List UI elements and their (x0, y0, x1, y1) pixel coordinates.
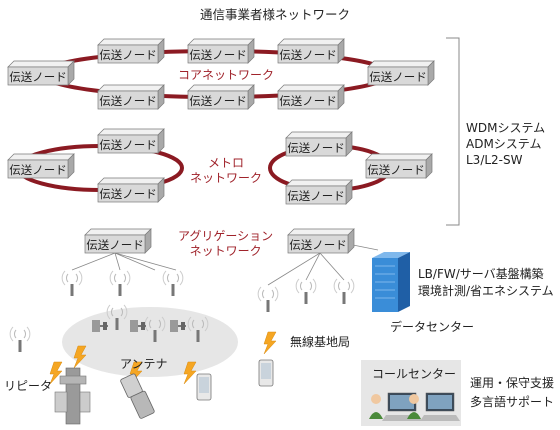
transmission-node: 伝送ノード (287, 228, 355, 254)
antenna-icon (109, 270, 131, 297)
svg-text:伝送ノード: 伝送ノード (289, 238, 347, 252)
core-network-label: コアネットワーク (178, 68, 275, 82)
smartphone-icon (196, 373, 212, 401)
antenna-label: アンテナ (120, 357, 168, 371)
transmission-node: 伝送ノード (97, 128, 165, 154)
antenna-icon (333, 278, 355, 305)
svg-text:伝送ノード: 伝送ノード (287, 141, 345, 155)
svg-text:伝送ノード: 伝送ノード (369, 70, 427, 84)
antenna-icon (61, 270, 83, 297)
datacenter-label: データセンター (390, 320, 475, 334)
transmission-node: 伝送ノード (187, 38, 255, 64)
aggregation-label-line2: ネットワーク (189, 244, 262, 258)
transmission-node: 伝送ノード (367, 60, 435, 86)
base-station-label: 無線基地局 (290, 335, 351, 349)
svg-text:伝送ノード: 伝送ノード (9, 163, 67, 177)
callcenter-label: コールセンター (372, 367, 457, 381)
datacenter-building-icon (372, 252, 410, 312)
antenna-icon (9, 326, 31, 353)
transmission-node: 伝送ノード (285, 179, 353, 205)
svg-text:伝送ノード: 伝送ノード (189, 94, 247, 108)
page-title: 通信事業者様ネットワーク (200, 7, 351, 22)
aggregation-network-label: アグリゲーション ネットワーク (178, 229, 273, 259)
antenna-icon (257, 286, 279, 313)
svg-text:伝送ノード: 伝送ノード (99, 187, 157, 201)
svg-text:伝送ノード: 伝送ノード (86, 238, 144, 252)
svg-text:伝送ノード: 伝送ノード (367, 163, 425, 177)
system-item: L3/L2-SW (466, 153, 523, 167)
svg-text:伝送ノード: 伝送ノード (279, 48, 337, 62)
svg-text:伝送ノード: 伝送ノード (287, 189, 345, 203)
transmission-node: 伝送ノード (277, 38, 345, 64)
transmission-node: 伝送ノード (277, 84, 345, 110)
transmission-node: 伝送ノード (84, 228, 152, 254)
transmission-node: 伝送ノード (97, 38, 165, 64)
callcenter-service-item: 運用・保守支援 (470, 376, 555, 390)
transmission-node: 伝送ノード (97, 177, 165, 203)
svg-text:伝送ノード: 伝送ノード (9, 70, 67, 84)
transmission-node: 伝送ノード (365, 153, 433, 179)
callcenter-services: 運用・保守支援 多言語サポート (470, 374, 554, 412)
svg-text:伝送ノード: 伝送ノード (189, 48, 247, 62)
system-item: WDMシステム (466, 121, 546, 135)
flip-phone-icon (120, 373, 155, 419)
systems-list: WDMシステム ADMシステム L3/L2-SW (466, 120, 545, 168)
metro-label-line2: ネットワーク (190, 171, 263, 185)
svg-text:伝送ノード: 伝送ノード (99, 138, 157, 152)
transmission-node: 伝送ノード (7, 60, 75, 86)
svg-text:伝送ノード: 伝送ノード (99, 48, 157, 62)
connection-links (71, 243, 379, 286)
antenna-icon (295, 278, 317, 305)
datacenter-service-item: 環境計測/省エネシステム (418, 284, 554, 298)
transmission-node: 伝送ノード (285, 131, 353, 157)
transmission-node: 伝送ノード (97, 84, 165, 110)
smartphone-icon (258, 359, 274, 387)
aggregation-label-line1: アグリゲーション (178, 229, 274, 243)
repeater-icon (54, 367, 91, 425)
system-item: ADMシステム (466, 137, 542, 151)
svg-text:伝送ノード: 伝送ノード (99, 94, 157, 108)
callcenter-service-item: 多言語サポート (470, 395, 555, 409)
systems-bracket (446, 37, 460, 226)
repeater-label: リピータ (4, 379, 53, 393)
transmission-node: 伝送ノード (7, 153, 75, 179)
transmission-node: 伝送ノード (187, 84, 255, 110)
metro-network-label: メトロ ネットワーク (190, 156, 262, 186)
antenna-icon (162, 270, 184, 297)
lightning-icon (263, 331, 277, 355)
metro-label-line1: メトロ (208, 156, 245, 170)
datacenter-service-item: LB/FW/サーバ基盤構築 (418, 267, 544, 281)
svg-text:伝送ノード: 伝送ノード (279, 94, 337, 108)
datacenter-services: LB/FW/サーバ基盤構築 環境計測/省エネシステム (418, 266, 554, 300)
